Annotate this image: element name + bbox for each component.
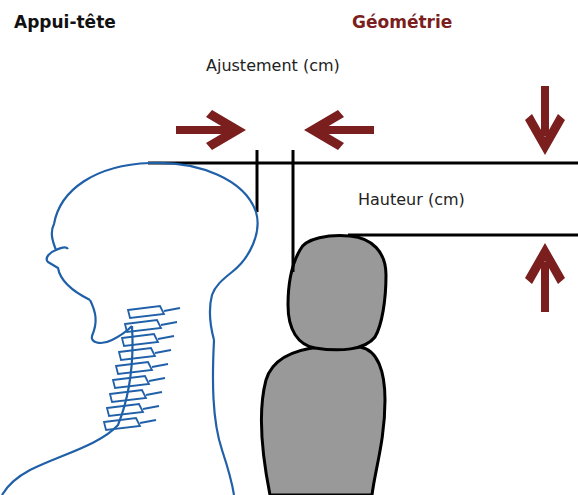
spinous-process [146,392,162,395]
dimension-arrows [176,86,565,312]
vertebra [116,362,152,374]
mouth [56,247,68,250]
spinous-process [149,378,165,381]
neck-front [2,326,132,495]
vertebra [104,418,140,430]
dimension-label: Ajustement (cm) [206,56,340,75]
dimension-label: Hauteur (cm) [358,190,465,209]
arrow-shaft [541,262,549,312]
spinous-process [161,322,177,325]
head-restraint [288,236,386,350]
arrow-shaft [541,86,549,136]
seat-back [262,347,385,495]
spinous-process [158,336,174,339]
reference-lines [148,150,578,272]
vertebra [122,334,158,346]
arrow-head [206,110,246,150]
mannequin [2,163,258,495]
head-outline [47,163,258,340]
spinous-process [140,420,156,423]
arrow-head [304,110,344,150]
arrow-shaft [176,126,228,134]
vertebra [113,376,149,388]
vertebrae [104,306,180,430]
spinous-process [152,364,168,367]
vertebra [107,404,143,416]
arrow-head [525,114,565,155]
jaw [90,300,132,343]
spinous-process [155,350,171,353]
neck-back [213,340,234,495]
arrow-head [525,243,565,284]
spinous-process [164,308,180,311]
heading: Appui-tête [14,12,116,32]
section-heading: Géométrie [352,12,452,32]
vertebra [119,348,155,360]
vertebra [128,306,164,318]
spinous-process [143,406,159,409]
arrow-shaft [322,126,374,134]
vertebra [125,320,161,332]
vertebra [110,390,146,402]
